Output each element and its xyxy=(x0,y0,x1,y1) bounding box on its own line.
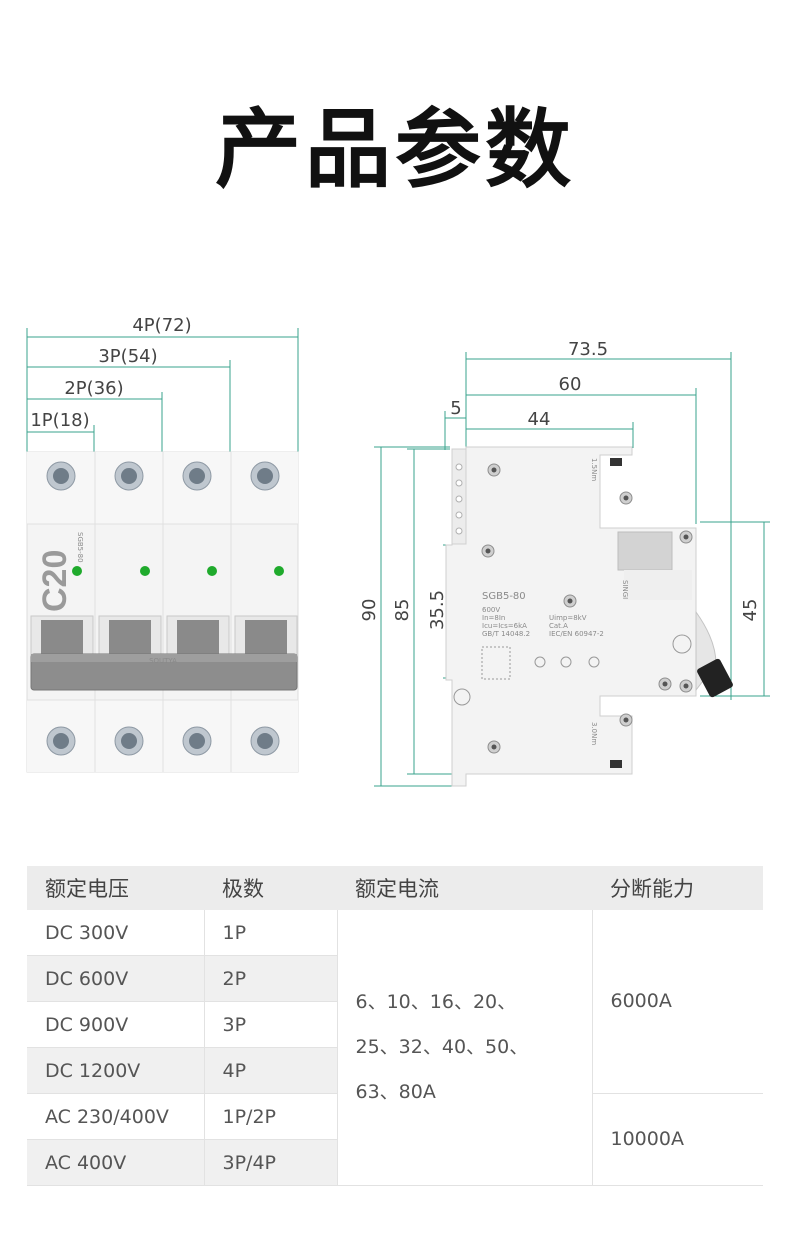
table-row: DC 300V 1P 6、10、16、20、 25、32、40、50、 63、8… xyxy=(27,910,763,1186)
current-line: 25、32、40、50、 xyxy=(355,1036,529,1058)
cell-poles: 2P xyxy=(203,955,337,1002)
side-view: 73.5 60 5 44 90 85 35.5 45 xyxy=(359,339,770,787)
spec-in: In=8In xyxy=(482,614,505,622)
spec-uimp: Uimp=8kV xyxy=(549,614,587,622)
current-line: 6、10、16、20、 xyxy=(355,991,517,1013)
cell-voltage: DC 900V xyxy=(27,1001,204,1048)
cell-breaking-ac: 10000A xyxy=(591,1093,763,1186)
side-model-label: SGB5-80 xyxy=(482,591,526,602)
cell-voltage: DC 600V xyxy=(27,955,204,1002)
table-row: DC 1200V 4P xyxy=(27,1047,763,1094)
table-row: DC 600V 2P xyxy=(27,955,763,1002)
dim-5: 5 xyxy=(450,398,461,419)
spec-iec: IEC/EN 60947-2 xyxy=(549,630,604,638)
cell-current: 6、10、16、20、 25、32、40、50、 63、80A xyxy=(336,910,592,1186)
table-row: DC 900V 3P xyxy=(27,1001,763,1048)
table-row: AC 400V 3P/4P xyxy=(27,1139,763,1186)
torque-top-label: 1.5Nm xyxy=(590,458,598,481)
side-brand-label: SINGI xyxy=(621,580,629,599)
brand-label: SOUTYA xyxy=(149,657,177,665)
dim-90: 90 xyxy=(359,599,380,622)
current-line: 63、80A xyxy=(355,1081,436,1103)
header-current: 额定电流 xyxy=(337,866,592,910)
cell-poles: 3P/4P xyxy=(203,1139,337,1186)
spec-voltage: 600V xyxy=(482,606,500,614)
cell-voltage: DC 1200V xyxy=(27,1047,204,1094)
page-title: 产品参数 xyxy=(215,100,575,200)
cell-poles: 1P/2P xyxy=(203,1093,337,1140)
torque-bottom-label: 3.0Nm xyxy=(590,722,598,745)
cell-voltage: AC 230/400V xyxy=(27,1093,204,1140)
front-view: 4P(72) 3P(54) 2P(36) 1P(18) xyxy=(26,315,299,773)
dimension-diagram: 4P(72) 3P(54) 2P(36) 1P(18) xyxy=(0,300,790,810)
cell-poles: 3P xyxy=(203,1001,337,1048)
dim-60: 60 xyxy=(559,374,582,395)
breaker-drawings: 4P(72) 3P(54) 2P(36) 1P(18) xyxy=(26,315,770,787)
cell-voltage: AC 400V xyxy=(27,1139,204,1186)
table-header-row: 额定电压 极数 额定电流 分断能力 xyxy=(27,866,763,910)
dim-44: 44 xyxy=(528,409,551,430)
spec-cat: Cat.A xyxy=(549,622,568,630)
dim-2p: 2P(36) xyxy=(64,378,123,399)
table-row: AC 230/400V 1P/2P 10000A xyxy=(27,1093,763,1186)
dim-3p: 3P(54) xyxy=(98,346,157,367)
dim-1p: 1P(18) xyxy=(30,410,89,431)
dim-4p: 4P(72) xyxy=(132,315,191,336)
dim-35-5: 35.5 xyxy=(427,590,448,630)
header-breaking: 分断能力 xyxy=(592,866,763,910)
dim-73-5: 73.5 xyxy=(568,339,608,360)
cell-poles: 4P xyxy=(203,1047,337,1094)
header-voltage: 额定电压 xyxy=(27,866,204,910)
cell-voltage: DC 300V xyxy=(27,910,204,956)
spec-table: 额定电压 极数 额定电流 分断能力 DC 300V 1P 6、10、16、20、… xyxy=(27,866,763,1186)
dim-45: 45 xyxy=(740,599,761,622)
front-model-label: SGB5-80 xyxy=(76,532,84,563)
cell-poles: 1P xyxy=(203,910,337,956)
dim-85: 85 xyxy=(392,599,413,622)
rating-label: C20 xyxy=(36,550,74,612)
header-poles: 极数 xyxy=(204,866,337,910)
spec-standard: GB/T 14048.2 xyxy=(482,630,530,638)
cell-breaking-dc: 6000A xyxy=(591,910,763,1094)
spec-icu: Icu=Ics=6kA xyxy=(482,622,527,630)
